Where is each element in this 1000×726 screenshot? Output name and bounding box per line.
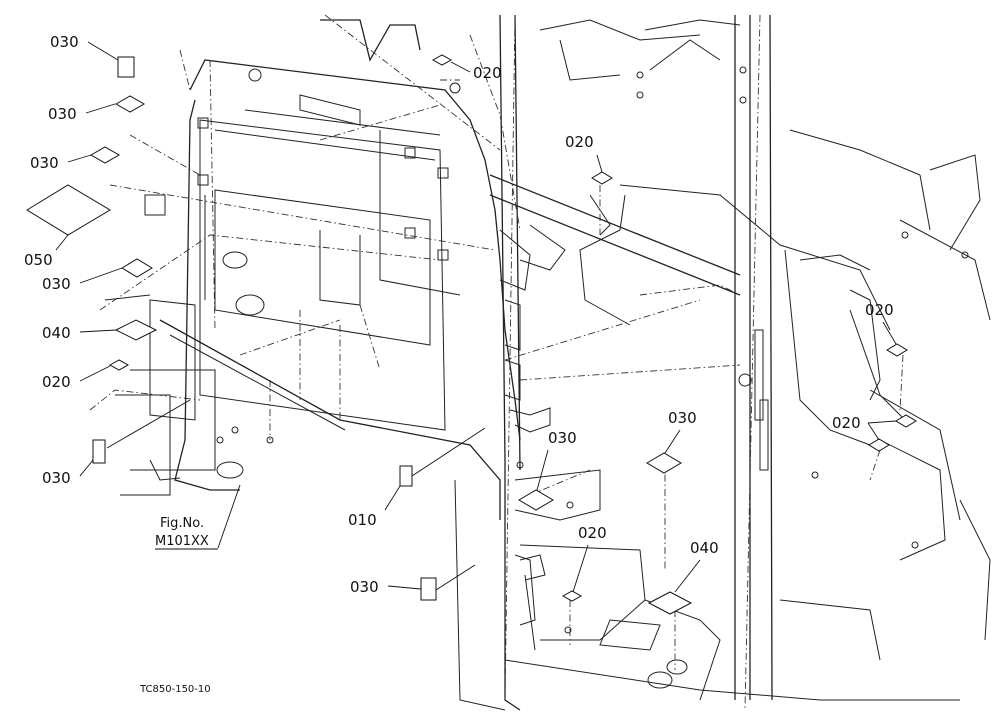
leader-lines <box>55 41 897 593</box>
sticker-020-f <box>895 414 917 428</box>
sticker-030-b <box>114 95 146 113</box>
callout-020-a: 020 <box>42 373 71 391</box>
sticker-020-d <box>561 590 583 602</box>
callout-030-h: 030 <box>350 578 379 596</box>
sticker-020-b <box>431 54 453 66</box>
sticker-040-a <box>114 319 158 341</box>
callout-030-g: 030 <box>668 409 697 427</box>
callout-labels: 030 030 030 050 030 040 020 030 020 020 … <box>24 33 894 596</box>
drawing-code: TC850-150-10 <box>139 684 211 695</box>
callout-030-f: 030 <box>548 429 577 447</box>
fig-no-value: M101XX <box>155 534 209 549</box>
callout-030-b: 030 <box>48 105 77 123</box>
callout-030-d: 030 <box>42 275 71 293</box>
sticker-030-g <box>646 452 682 474</box>
callout-030-c: 030 <box>30 154 59 172</box>
callout-010: 010 <box>348 511 377 529</box>
callout-040-a: 040 <box>42 324 71 342</box>
sticker-030-h <box>420 577 437 601</box>
sticker-030-e <box>92 439 106 464</box>
parts-stickers <box>26 54 917 615</box>
sticker-010 <box>399 465 413 487</box>
callout-020-f: 020 <box>832 414 861 432</box>
sticker-020-c <box>591 171 613 185</box>
sticker-020-e <box>886 343 908 357</box>
sticker-020-g <box>868 438 890 452</box>
callout-030-a: 030 <box>50 33 79 51</box>
callout-020-d: 020 <box>578 524 607 542</box>
sticker-030-c <box>89 146 121 164</box>
callout-040-b: 040 <box>690 539 719 557</box>
sticker-040-b <box>647 591 693 615</box>
sticker-030-f <box>518 489 554 511</box>
callout-020-c: 020 <box>565 133 594 151</box>
sticker-020-a <box>108 359 130 371</box>
sticker-030-d <box>121 258 153 278</box>
callout-020-e: 020 <box>865 301 894 319</box>
callout-030-e: 030 <box>42 469 71 487</box>
sticker-030-a <box>117 56 135 78</box>
sticker-050 <box>26 184 111 236</box>
figure-reference: Fig.No. M101XX <box>155 516 218 550</box>
callout-050: 050 <box>24 251 53 269</box>
machine-frame-linework <box>89 14 991 711</box>
fig-no-label: Fig.No. <box>160 516 204 531</box>
callout-020-b: 020 <box>473 64 502 82</box>
